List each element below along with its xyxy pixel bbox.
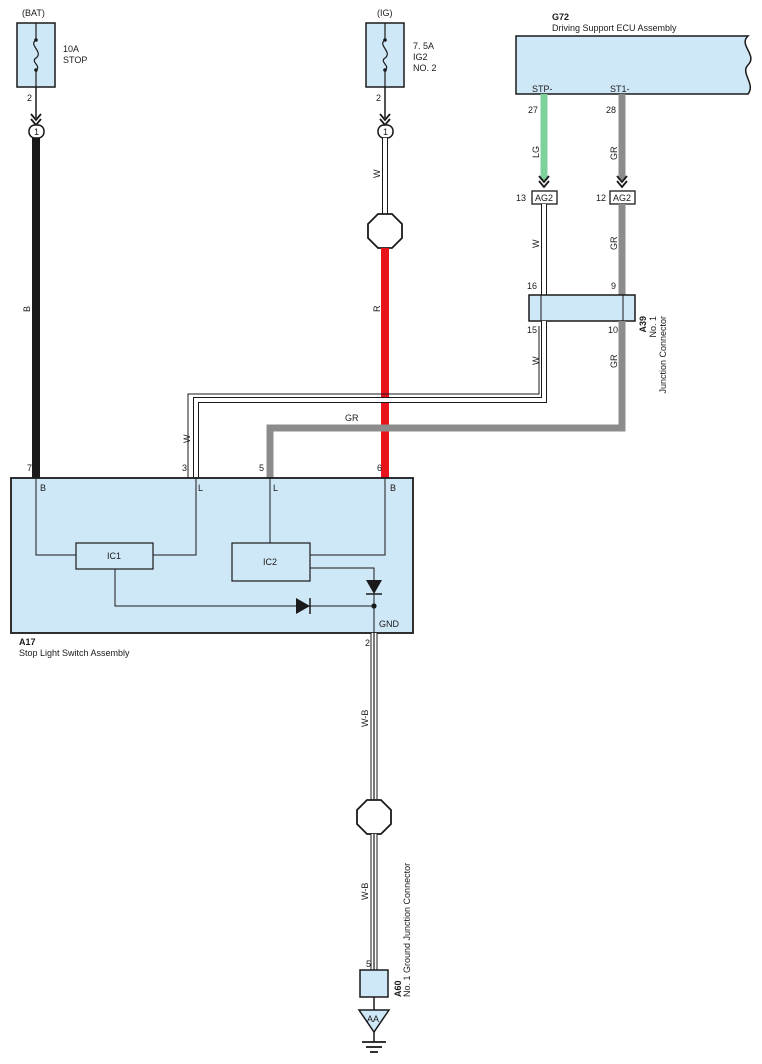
a39-code: A39: [638, 316, 648, 333]
connector-bat-label: 1: [34, 127, 39, 137]
ic1-label: IC1: [107, 551, 121, 561]
a39-pin-9: 9: [611, 281, 616, 291]
a17-pin-6: 6: [377, 463, 382, 473]
fuse-element-icon: [382, 39, 388, 71]
a39-pin-10: 10: [608, 325, 618, 335]
fuse-ig-source: (IG): [377, 8, 393, 18]
ecu-pin-stp: 27: [528, 105, 538, 115]
ecu-g72: G72 Driving Support ECU Assembly STP- ST…: [515, 12, 752, 115]
fuse-bat-pin: 2: [27, 93, 32, 103]
a17-term-b-right: B: [390, 483, 396, 493]
a17-pin-3: 3: [182, 463, 187, 473]
fuse-ig-name-line1: IG2: [413, 52, 428, 62]
a60-name: No. 1 Ground Junction Connector: [402, 863, 412, 997]
wire-b-label: B: [22, 306, 32, 312]
fuse-bat-rating: 10A: [63, 44, 79, 54]
wire-gr-horizontal-label: GR: [345, 413, 359, 423]
junction-a39: 16 9 15 10 A39 No. 1 Junction Connector: [527, 281, 668, 394]
a60-code: A60: [393, 980, 403, 997]
splice-ig: [367, 213, 403, 249]
a17-pin-5: 5: [259, 463, 264, 473]
ic2-label: IC2: [263, 557, 277, 567]
a17-term-b-left: B: [40, 483, 46, 493]
connector-ag2-left-label: AG2: [535, 193, 553, 203]
wire-gr-mid-label: GR: [609, 236, 619, 250]
ground-point-icon: [357, 1009, 391, 1034]
a17-pin-7: 7: [27, 463, 32, 473]
diode-horizontal-icon: [296, 598, 310, 614]
ecu-terminal-st1: ST1-: [610, 84, 630, 94]
ic2-chip: [231, 542, 311, 582]
wire-w-ig-label: W: [372, 169, 382, 178]
wire-wb-lower-label: W-B: [360, 883, 370, 900]
wire-gr-upper-label: GR: [609, 146, 619, 160]
connector-ag2-right-pin: 12: [596, 193, 606, 203]
fuse-bat-source: (BAT): [22, 8, 45, 18]
a39-pin-15: 15: [527, 325, 537, 335]
ecu-name: Driving Support ECU Assembly: [552, 23, 677, 33]
diode-vertical-icon: [366, 580, 382, 594]
switch-a17: 7 3 5 6 B L L B IC1 IC2 GND A17 Stop Lig…: [10, 463, 414, 658]
fuse-ig-pin: 2: [376, 93, 381, 103]
a17-code: A17: [19, 637, 36, 647]
fuse-ig-name-line2: NO. 2: [413, 63, 437, 73]
a17-name: Stop Light Switch Assembly: [19, 648, 130, 658]
wire-wb-upper-label: W-B: [360, 710, 370, 727]
wire-r-label: R: [372, 305, 382, 312]
a39-name-line1: No. 1: [648, 316, 658, 338]
a60-pin: 5: [366, 959, 371, 969]
ecu-box: [515, 35, 752, 95]
wire-w-mid: [194, 321, 546, 478]
ecu-pin-st1: 28: [606, 105, 616, 115]
a60-box: [359, 969, 389, 998]
fuse-ig: (IG) 7. 5A IG2 NO. 2 2: [365, 8, 437, 103]
wire-w-upper-label: W: [531, 239, 541, 248]
a17-term-l-right: L: [273, 483, 278, 493]
ground-junction-a60: 5 A60 No. 1 Ground Junction Connector: [359, 863, 412, 998]
wire-w-left-label: W: [182, 434, 192, 443]
fuse-bat-name: STOP: [63, 55, 87, 65]
fuse-bat: (BAT) 10A STOP 2: [16, 8, 87, 103]
ecu-code: G72: [552, 12, 569, 22]
a39-pin-16: 16: [527, 281, 537, 291]
connector-ag2-left-pin: 13: [516, 193, 526, 203]
a17-term-l-left: L: [198, 483, 203, 493]
ecu-terminal-stp: STP-: [532, 84, 553, 94]
wire-gr-horizontal: [266, 321, 626, 478]
wire-gr-lower-label: GR: [609, 354, 619, 368]
fuse-ig-rating: 7. 5A: [413, 41, 434, 51]
ic1-chip: [75, 542, 154, 570]
splice-ground: [356, 799, 392, 835]
wire-lg-label: LG: [531, 146, 541, 158]
connector-ag2-right-label: AG2: [613, 193, 631, 203]
ground-label: AA: [367, 1014, 379, 1024]
a39-name-line2: Junction Connector: [658, 316, 668, 394]
connector-ig-label: 1: [383, 127, 388, 137]
a39-box: [528, 294, 636, 322]
a17-gnd: GND: [379, 619, 400, 629]
a17-pin-2: 2: [365, 638, 370, 648]
fuse-element-icon: [33, 39, 39, 71]
wire-w-mid-label: W: [531, 356, 541, 365]
